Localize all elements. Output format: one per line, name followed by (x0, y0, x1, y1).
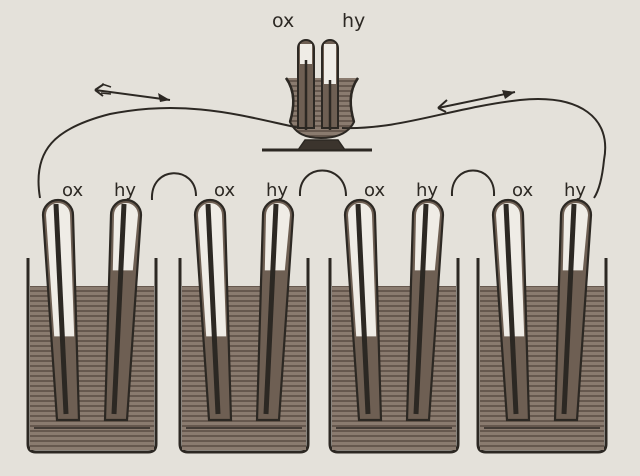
cell-label-ox: ox (62, 180, 83, 201)
connector-3 (450, 169, 496, 197)
right-wire (341, 98, 607, 199)
jar (26, 258, 158, 454)
top-tube-ox (297, 39, 315, 130)
top-label-ox: ox (272, 10, 294, 32)
cell-label-hy: hy (564, 180, 586, 201)
tube-ox (343, 198, 383, 422)
cell-label-hy: hy (416, 180, 438, 201)
top-label-hy: hy (342, 10, 365, 32)
cell-label-ox: ox (364, 180, 385, 201)
arrow-right-icon (437, 90, 516, 113)
top-tube-hy (321, 39, 339, 130)
connector-1 (150, 172, 197, 201)
jar (178, 258, 310, 454)
cell-3: ox hy (328, 180, 460, 454)
cell-label-hy: hy (114, 180, 136, 201)
tube-hy (103, 198, 143, 422)
jar (476, 258, 608, 454)
cell-2: ox hy (178, 180, 310, 454)
connector-2 (298, 169, 347, 197)
cell-4: ox hy (476, 180, 608, 454)
tube-hy (405, 198, 445, 422)
jar (328, 258, 460, 454)
tube-hy (255, 198, 295, 422)
cell-label-hy: hy (266, 180, 288, 201)
arrow-left-icon (94, 83, 171, 102)
top-voltameter: ox hy (262, 10, 372, 152)
left-wire (37, 107, 301, 199)
cell-label-ox: ox (214, 180, 235, 201)
cell-label-ox: ox (512, 180, 533, 201)
tube-ox (41, 198, 81, 422)
cell-1: ox hy (26, 180, 158, 454)
tube-hy (553, 198, 593, 422)
tube-ox (193, 198, 233, 422)
tube-ox (491, 198, 531, 422)
